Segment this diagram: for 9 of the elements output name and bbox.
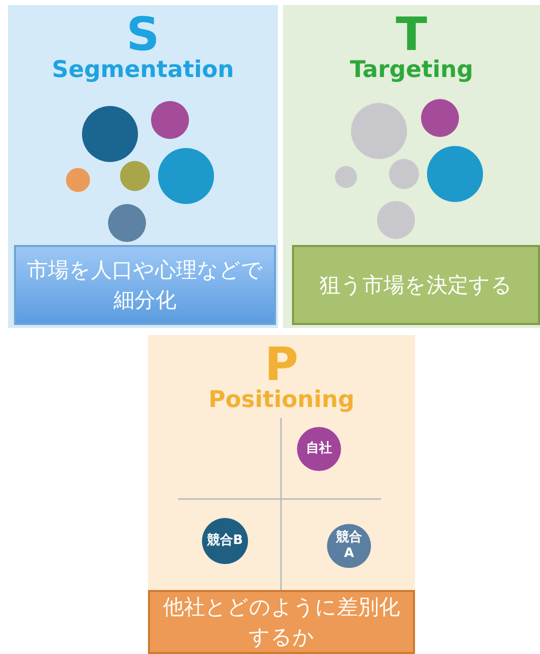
description-box: 他社とどのように差別化するか (148, 590, 415, 654)
panel (8, 5, 278, 328)
company-circle: 自社 (297, 427, 341, 471)
panel (148, 335, 415, 654)
company-circle: 競合A (327, 524, 371, 568)
company-circle: 競合B (202, 518, 248, 564)
panel (283, 5, 540, 328)
description-box: 狙う市場を決定する (292, 245, 540, 325)
description-box: 市場を人口や心理などで細分化 (14, 245, 276, 325)
